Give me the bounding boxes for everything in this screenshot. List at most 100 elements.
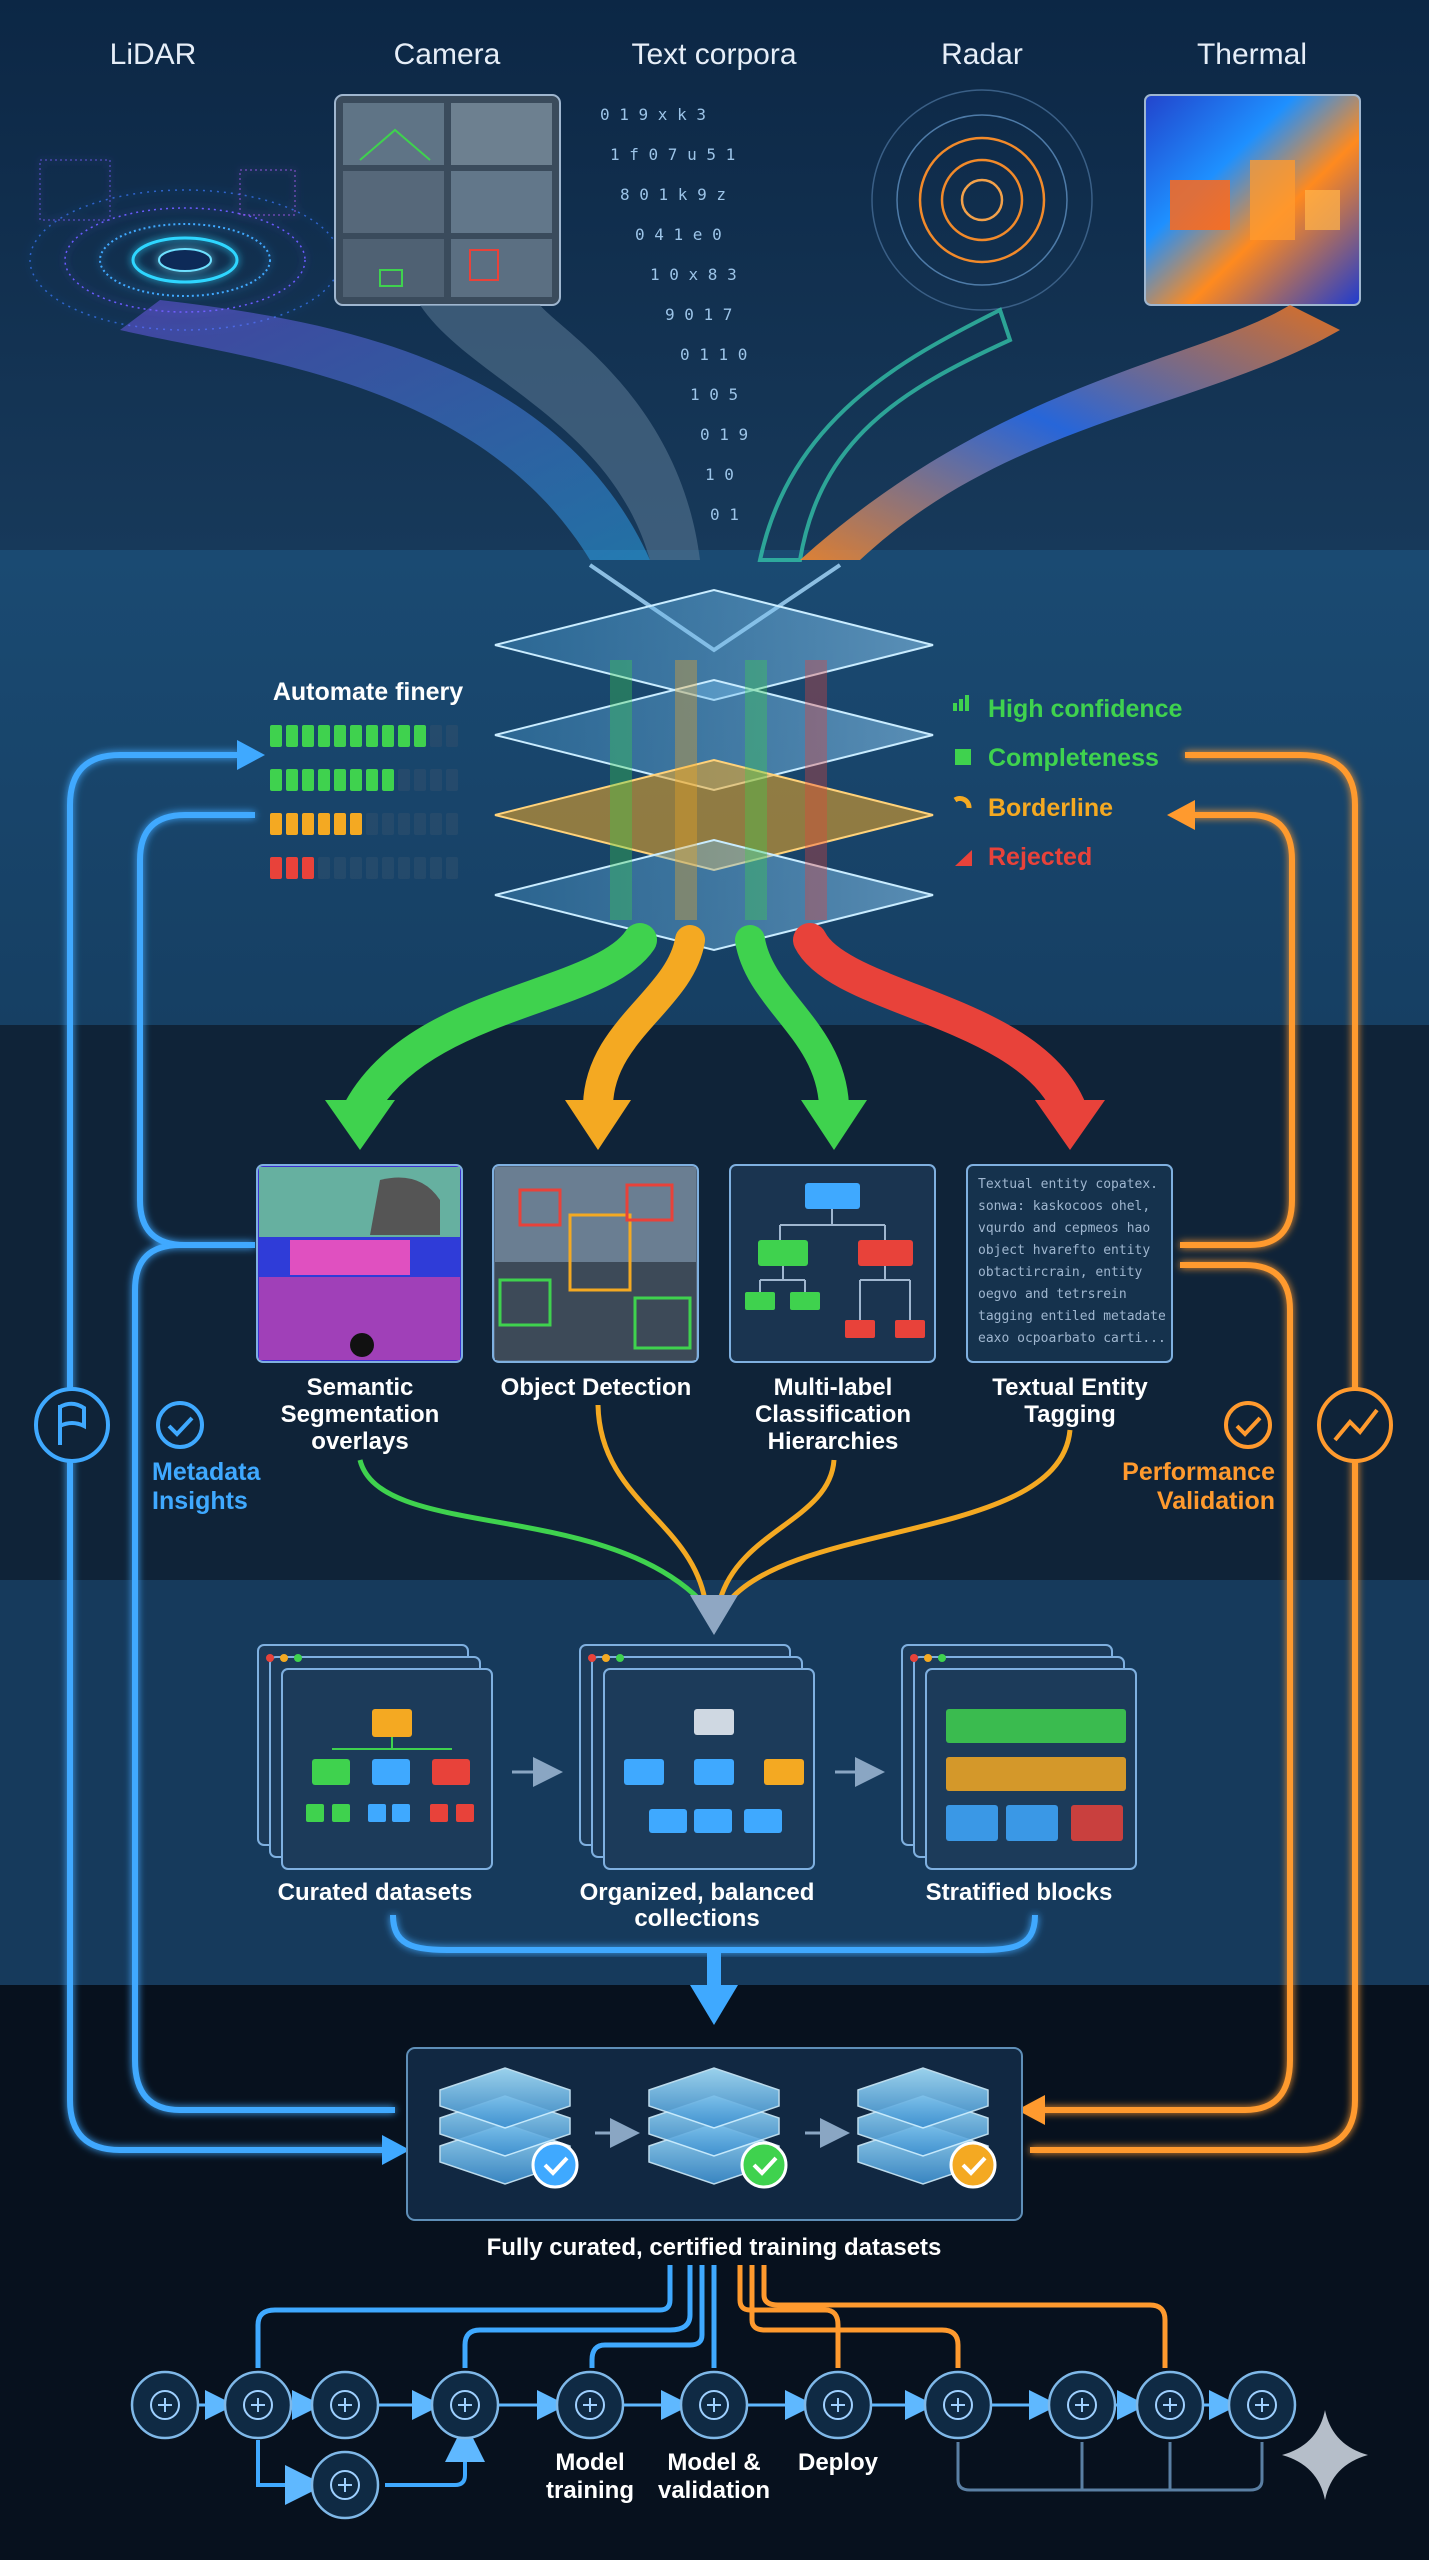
deploy-label: Deploy — [798, 2449, 879, 2476]
dataset-card-organized[interactable] — [579, 1644, 815, 1870]
detection-card[interactable] — [492, 1164, 699, 1363]
pipeline-loop — [956, 2442, 1264, 2492]
meter-segment — [366, 769, 378, 791]
trend-icon — [1317, 1387, 1393, 1463]
report-icon[interactable] — [1135, 2370, 1205, 2440]
performance-line-2: Validation — [1157, 1487, 1275, 1515]
dataset-card-curated[interactable] — [257, 1644, 493, 1870]
tagging-text-lines: Textual entity copatex.sonwa: kaskocoos … — [978, 1177, 1166, 1346]
table-icon[interactable] — [310, 2450, 380, 2520]
certified-label: Fully curated, certified training datase… — [487, 2234, 942, 2261]
model-validation-line-1: Model & — [667, 2449, 760, 2476]
source-label-thermal: Thermal — [1197, 38, 1307, 71]
performance-line-1: Performance — [1122, 1458, 1275, 1486]
meter-segment — [350, 769, 362, 791]
merge-bracket — [390, 1914, 1038, 1953]
classification-card[interactable] — [729, 1164, 936, 1363]
meter-segment — [366, 813, 378, 835]
robot-arm-icon[interactable] — [1227, 2370, 1297, 2440]
pipeline-branch-up — [385, 2422, 485, 2487]
meter-segment — [414, 769, 426, 791]
filter-title: Automate finery — [273, 678, 463, 706]
meter-segment — [398, 769, 410, 791]
svg-text:0 4 1 e 0: 0 4 1 e 0 — [635, 225, 722, 244]
meter-segment — [302, 813, 314, 835]
flag-icon — [34, 1387, 110, 1463]
tagging-text-line: eaxo ocpoarbato carti... — [978, 1331, 1166, 1346]
lidar-stream — [120, 300, 650, 560]
tagging-text-line: tagging entiled metadate — [978, 1309, 1166, 1324]
segmentation-card[interactable] — [256, 1164, 463, 1363]
meter-segment — [318, 813, 330, 835]
annotation-label-segmentation: overlays — [311, 1428, 408, 1455]
left-loop-arrowhead — [237, 740, 265, 770]
meter-segment — [382, 769, 394, 791]
meter-segment — [302, 857, 314, 879]
brain-icon[interactable] — [555, 2370, 625, 2440]
performance-check-icon — [1224, 1401, 1272, 1449]
meter-segment — [430, 857, 442, 879]
meter-segment — [286, 725, 298, 747]
tagging-text-line: vqurdo and cepmeos hao — [978, 1221, 1150, 1236]
tagging-text-line: Textual entity copatex. — [978, 1177, 1158, 1192]
converge-curves — [357, 1404, 1073, 1602]
svg-text:0 1 9: 0 1 9 — [700, 425, 748, 444]
certified-stack-2 — [648, 2067, 788, 2189]
legend-high-confidence: High confidence — [988, 695, 1183, 723]
annotation-label-tagging: Tagging — [1024, 1401, 1116, 1428]
meter-segment — [430, 813, 442, 835]
tagging-text-line: oegvo and tetrsrein — [978, 1287, 1127, 1302]
model-training-line-1: Model — [555, 2449, 624, 2476]
meter-segment — [350, 857, 362, 879]
meter-segment — [446, 813, 458, 835]
video-icon[interactable] — [430, 2370, 500, 2440]
meter-segment — [318, 725, 330, 747]
cloud-upload-icon[interactable] — [803, 2370, 873, 2440]
dataset-label-organized: Organized, balanced — [580, 1879, 815, 1906]
svg-text:1 0: 1 0 — [705, 465, 734, 484]
svg-text:0 1: 0 1 — [710, 505, 739, 524]
flask-icon[interactable] — [679, 2370, 749, 2440]
meter-segment — [446, 769, 458, 791]
annotation-label-segmentation: Segmentation — [281, 1401, 440, 1428]
chart-icon[interactable] — [310, 2370, 380, 2440]
metadata-line-2: Insights — [152, 1487, 248, 1515]
dataset-label-stratified: Stratified blocks — [926, 1879, 1113, 1906]
pipeline-loop-ticks — [1080, 2442, 1172, 2490]
pipeline-nodes — [130, 2370, 1297, 2520]
svg-text:9 0 1 7: 9 0 1 7 — [665, 305, 732, 324]
meter-segment — [334, 725, 346, 747]
converge-arrowhead — [690, 1595, 738, 1635]
tagging-card[interactable]: Textual entity copatex.sonwa: kaskocoos … — [966, 1164, 1173, 1363]
right-loop-arrowhead — [1167, 800, 1195, 830]
certified-badge-icon — [949, 2141, 997, 2189]
meter-segment — [446, 725, 458, 747]
meter-segment — [334, 857, 346, 879]
meter-segment — [270, 857, 282, 879]
meter-segment — [414, 857, 426, 879]
database-icon[interactable] — [923, 2370, 993, 2440]
meter-segment — [382, 725, 394, 747]
legend-completeness-swatch — [955, 749, 971, 765]
meter-segment — [270, 813, 282, 835]
meter-segment — [286, 769, 298, 791]
svg-text:1 0 5: 1 0 5 — [690, 385, 738, 404]
annotation-label-classification: Hierarchies — [768, 1428, 899, 1455]
certified-stack-1 — [439, 2067, 579, 2189]
metadata-line-1: Metadata — [152, 1458, 261, 1486]
gear-icon[interactable] — [1047, 2370, 1117, 2440]
certified-stacks — [439, 2067, 997, 2189]
meter-segment — [270, 725, 282, 747]
meter-segment — [382, 857, 394, 879]
dataset-card-stratified[interactable] — [901, 1644, 1137, 1870]
chip-icon[interactable] — [130, 2370, 200, 2440]
camera-feed — [334, 94, 561, 306]
quality-meters — [270, 725, 458, 879]
meter-segment — [398, 857, 410, 879]
meter-segment — [414, 813, 426, 835]
tagging-text-line: object hvarefto entity — [978, 1243, 1150, 1258]
network-icon[interactable] — [223, 2370, 293, 2440]
